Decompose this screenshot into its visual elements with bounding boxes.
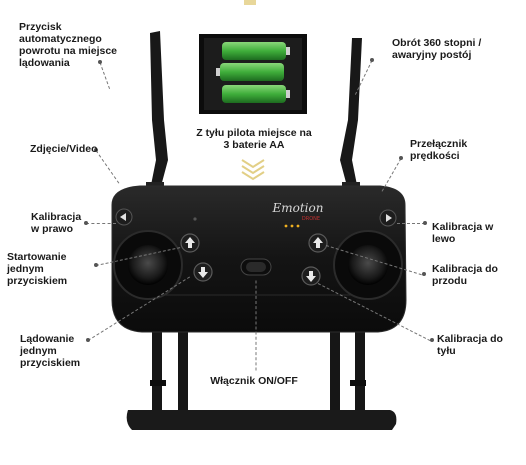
label-power-switch: Włącznik ON/OFF: [210, 375, 298, 387]
leader-dot: [98, 60, 102, 64]
svg-text:DRONE: DRONE: [302, 216, 320, 222]
label-calibrate-right: Kalibracja w prawo: [31, 211, 82, 235]
leader-dot: [84, 221, 88, 225]
right-joystick[interactable]: [333, 230, 403, 300]
leader-dot: [430, 338, 434, 342]
right-antenna: [340, 38, 362, 196]
battery-compartment-image: [199, 34, 307, 114]
label-photo-video: Zdjęcie/Video: [30, 143, 98, 155]
calibrate-left-button[interactable]: [379, 209, 397, 227]
phone-holder-stand: [126, 325, 397, 430]
battery-2: [216, 63, 284, 81]
svg-text:Emotion: Emotion: [272, 201, 324, 215]
leader-dot: [422, 272, 426, 276]
battery-1: [222, 42, 290, 60]
takeoff-button[interactable]: [180, 233, 200, 253]
leader-dot: [399, 156, 403, 160]
left-joystick[interactable]: [113, 230, 183, 300]
top-arrow-decoration: [244, 0, 256, 5]
down-chevrons-icon: [241, 159, 265, 181]
leader-power: [255, 280, 257, 371]
label-calibrate-left: Kalibracja w lewo: [432, 221, 494, 245]
label-return-home: Przycisk automatycznego powrotu na miejs…: [19, 21, 118, 69]
label-takeoff: Startowanie jednym przyciskiem: [7, 251, 68, 287]
landing-button[interactable]: [193, 262, 213, 282]
label-speed-switch: Przełącznik prędkości: [410, 138, 468, 162]
left-antenna: [146, 31, 168, 196]
label-battery-info: Z tyłu pilota miejsce na 3 baterie AA: [196, 127, 312, 151]
label-landing: Lądowanie jednym przyciskiem: [20, 333, 81, 369]
calibrate-back-button[interactable]: [301, 266, 321, 286]
battery-3: [222, 85, 290, 103]
calibrate-forward-button[interactable]: [308, 233, 328, 253]
leader-dot: [86, 338, 90, 342]
label-calibrate-forward: Kalibracja do przodu: [432, 263, 498, 287]
leader-dot: [94, 263, 98, 267]
calibrate-right-button[interactable]: [115, 208, 133, 226]
leader-dot: [370, 58, 374, 62]
leader-calib-left: [397, 223, 425, 224]
leader-dot: [423, 221, 427, 225]
label-calibrate-back: Kalibracja do tyłu: [437, 333, 503, 357]
leader-calib-right: [86, 223, 116, 224]
power-switch[interactable]: [240, 258, 272, 276]
leader-dot: [94, 148, 98, 152]
brand-logo: Emotion DRONE: [272, 201, 324, 228]
label-rotate-360: Obrót 360 stopni / awaryjny postój: [392, 37, 482, 61]
status-led: [193, 217, 197, 221]
